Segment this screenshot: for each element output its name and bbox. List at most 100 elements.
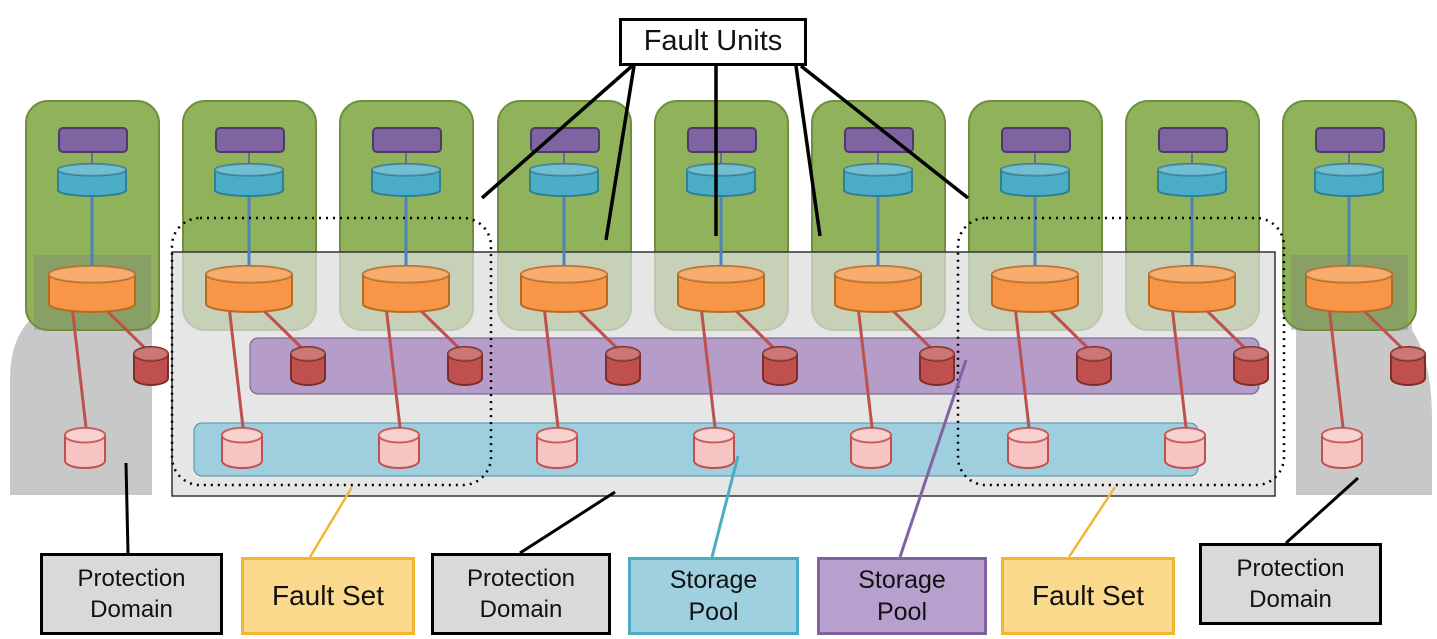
device-cylinder-icon — [447, 346, 483, 386]
cylinder-body — [48, 273, 136, 313]
device-cylinder-icon — [1076, 346, 1112, 386]
cylinder-highlight — [678, 266, 764, 283]
device-link-line — [384, 305, 403, 437]
cylinder-body — [605, 352, 641, 386]
cylinder-highlight — [606, 347, 640, 361]
cylinder-body — [133, 352, 169, 386]
cylinder-top — [1076, 346, 1112, 362]
sdc-bar-icon — [58, 127, 128, 153]
cylinder-highlight — [537, 428, 577, 443]
device-cylinder-icon — [1321, 427, 1363, 469]
cylinder-body — [991, 273, 1079, 313]
cylinder-top — [290, 346, 326, 362]
leader-lines-layer — [124, 64, 1360, 558]
cylinder-top — [1314, 163, 1384, 177]
cylinder-top — [1321, 427, 1363, 444]
cylinder-body — [919, 352, 955, 386]
protection-domain-leader-line — [1284, 476, 1360, 545]
cylinder-top — [529, 163, 599, 177]
cylinder-highlight — [694, 428, 734, 443]
device-cylinder-icon — [64, 427, 106, 469]
storage-pool-leader-line — [898, 359, 968, 558]
cylinder-highlight — [49, 266, 135, 283]
cylinder-highlight — [58, 164, 126, 176]
cylinder-body — [1314, 168, 1384, 197]
cylinder-body — [1007, 434, 1049, 469]
fault-set-leader-line — [1067, 486, 1117, 558]
fault-units-leader-line — [794, 65, 822, 237]
device-link-line — [1170, 305, 1189, 437]
cylinder-highlight — [215, 164, 283, 176]
cylinder-top — [1305, 265, 1393, 284]
cylinder-body — [371, 168, 441, 197]
cylinder-body — [536, 434, 578, 469]
device-cylinder-icon — [919, 346, 955, 386]
cylinder-highlight — [1391, 347, 1425, 361]
cylinder-highlight — [448, 347, 482, 361]
fault-units-leader-line — [480, 64, 634, 200]
cylinder-highlight — [1158, 164, 1226, 176]
cylinder-highlight — [920, 347, 954, 361]
storage-pool-label-line1: Storage — [669, 565, 758, 594]
sds-cylinder-icon — [834, 265, 922, 313]
sds-cylinder-icon — [677, 265, 765, 313]
device-link-line — [227, 305, 246, 437]
fault-units-label: Fault Units — [643, 25, 783, 58]
cylinder-body — [677, 273, 765, 313]
sdc-cylinder-icon — [686, 163, 756, 197]
cylinder-body — [843, 168, 913, 197]
device-cylinder-icon — [221, 427, 263, 469]
cylinder-top — [1148, 265, 1236, 284]
sdc-bar-icon — [1315, 127, 1385, 153]
fault-set-outline-right — [956, 216, 1286, 487]
fault-set-leader-line — [308, 486, 354, 558]
cylinder-highlight — [291, 347, 325, 361]
storage-pool-leader-line — [710, 455, 740, 558]
protection-domain-label-line2: Domain — [479, 596, 563, 623]
cylinder-body — [57, 168, 127, 197]
icons-layer — [48, 127, 1426, 469]
device-cylinder-icon — [536, 427, 578, 469]
cylinder-top — [991, 265, 1079, 284]
sds-cylinder-icon — [991, 265, 1079, 313]
cylinder-highlight — [134, 347, 168, 361]
device-cylinder-icon — [693, 427, 735, 469]
cylinder-body — [693, 434, 735, 469]
cylinder-highlight — [763, 347, 797, 361]
cylinder-top — [834, 265, 922, 284]
cylinder-body — [834, 273, 922, 313]
cylinder-highlight — [1315, 164, 1383, 176]
cylinder-top — [677, 265, 765, 284]
sdc-cylinder-icon — [843, 163, 913, 197]
device-link-line — [1013, 305, 1032, 437]
fault-set-callout-right: Fault Set — [1001, 557, 1175, 635]
protection-domain-label-line2: Domain — [90, 596, 173, 623]
cylinder-body — [362, 273, 450, 313]
sdc-bar-icon — [687, 127, 757, 153]
cylinder-body — [529, 168, 599, 197]
cylinder-highlight — [992, 266, 1078, 283]
cylinder-top — [605, 346, 641, 362]
protection-domain-leader-line — [124, 462, 130, 554]
cylinder-body — [1000, 168, 1070, 197]
cylinder-highlight — [851, 428, 891, 443]
storage-pool-label-line1: Storage — [858, 565, 946, 594]
cylinder-highlight — [1077, 347, 1111, 361]
sds-cylinder-icon — [48, 265, 136, 313]
cylinder-body — [1321, 434, 1363, 469]
sdc-cylinder-icon — [1000, 163, 1070, 197]
device-cylinder-icon — [1007, 427, 1049, 469]
cylinder-highlight — [1165, 428, 1205, 443]
fault-set-label: Fault Set — [271, 579, 385, 611]
cylinder-body — [214, 168, 284, 197]
sdc-bar-icon — [1001, 127, 1071, 153]
device-cylinder-icon — [850, 427, 892, 469]
device-link-line — [699, 305, 718, 437]
cylinder-top — [378, 427, 420, 444]
sdc-cylinder-icon — [371, 163, 441, 197]
fault-set-label: Fault Set — [1031, 579, 1145, 611]
cylinder-highlight — [1234, 347, 1268, 361]
